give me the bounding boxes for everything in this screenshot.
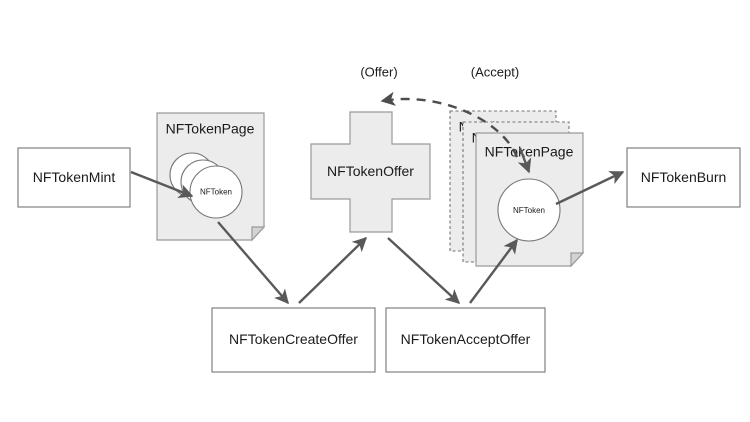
nftoken-circle-right[interactable] <box>497 178 561 242</box>
nftoken-right-label: NFToken <box>513 206 545 215</box>
edge-into-right-token <box>517 147 532 174</box>
edge-acceptoffer-to-page <box>469 238 518 304</box>
edge-page-to-burn <box>555 170 625 206</box>
node-nftokencreateoffer[interactable]: NFTokenCreateOffer <box>211 307 376 373</box>
node-nftokenpage-left[interactable]: NFTokenPage NFToken <box>156 112 266 242</box>
edge-offer-to-acceptoffer <box>387 237 461 304</box>
nftokenpage-left-label: NFTokenPage <box>166 121 255 137</box>
nftokenpage-right-fold-icon <box>570 252 585 268</box>
nftokenmint-box[interactable] <box>17 147 131 208</box>
edge-mint-to-page <box>130 170 194 198</box>
nftokenburn-label: NFTokenBurn <box>641 169 727 185</box>
edge-page-to-createoffer <box>217 221 289 305</box>
node-nftokenacceptoffer[interactable]: NFTokenAcceptOffer <box>385 307 546 373</box>
nftokencreateoffer-box[interactable] <box>211 307 376 373</box>
node-nftokenpage-right[interactable]: NFTokenPage NFTokenPage NFTokenPage NFTo… <box>449 110 585 268</box>
edge-label-accept: (Accept) <box>471 64 519 79</box>
node-nftokenoffer[interactable]: NFTokenOffer <box>310 111 431 233</box>
nftokenoffer-label: NFTokenOffer <box>327 163 414 179</box>
nftokenpage-right-label: NFTokenPage <box>485 144 574 160</box>
edge-label-offer: (Offer) <box>360 64 397 79</box>
nftokenpage-left-fold-icon <box>251 226 266 242</box>
nftokenburn-box[interactable] <box>626 147 741 208</box>
nftokenoffer-cross-shape[interactable] <box>310 111 431 233</box>
node-nftokenmint[interactable]: NFTokenMint <box>17 147 131 208</box>
node-nftokenburn[interactable]: NFTokenBurn <box>626 147 741 208</box>
nftoken-left-label: NFToken <box>200 188 232 197</box>
nftokenacceptoffer-label: NFTokenAcceptOffer <box>401 331 531 347</box>
edge-dashed-accept-to-offer <box>380 91 519 158</box>
nftokencreateoffer-label: NFTokenCreateOffer <box>229 331 358 347</box>
edge-createoffer-to-offer <box>298 236 368 304</box>
nftokenacceptoffer-box[interactable] <box>385 307 546 373</box>
nftokenmint-label: NFTokenMint <box>33 169 116 185</box>
